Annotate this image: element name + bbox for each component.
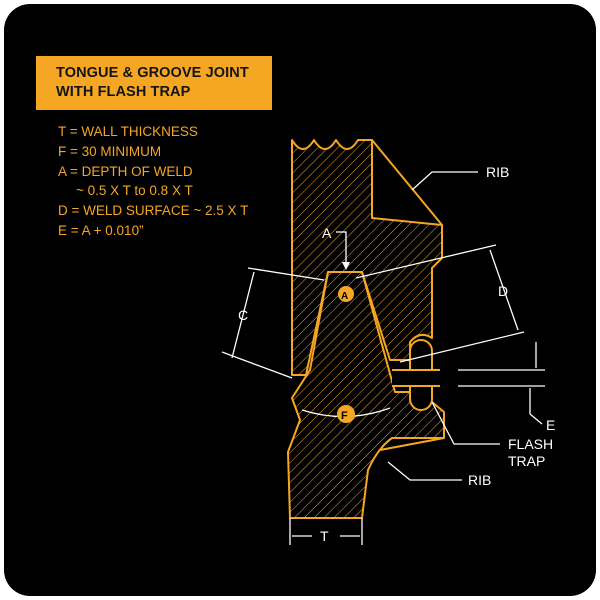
f-marker-label: F <box>341 410 348 422</box>
legend-item-a: A = DEPTH OF WELD <box>58 163 193 179</box>
dimension-a <box>336 231 347 268</box>
flash-trap-leader <box>431 401 500 445</box>
rib-bottom-leader <box>387 461 462 481</box>
legend: T = WALL THICKNESS F = 30 MINIMUM A = DE… <box>58 122 248 241</box>
label-a: A <box>322 225 332 241</box>
label-trap: TRAP <box>508 453 545 469</box>
label-rib-bottom: RIB <box>468 472 491 488</box>
dimension-c <box>221 267 325 379</box>
upper-rib-edge <box>371 139 443 226</box>
dimension-t <box>289 518 363 545</box>
a-marker <box>338 286 354 302</box>
upper-part-with-groove <box>291 139 443 376</box>
title-line-1: TONGUE & GROOVE JOINT <box>56 65 249 81</box>
legend-item-t: T = WALL THICKNESS <box>58 124 198 139</box>
title-banner: TONGUE & GROOVE JOINT WITH FLASH TRAP <box>36 56 272 110</box>
legend-item-f: F = 30 MINIMUM <box>58 143 162 159</box>
dimension-d <box>355 244 525 363</box>
a-marker-label: A <box>341 291 348 302</box>
lower-rib-edge <box>379 437 445 451</box>
f-marker <box>337 405 355 423</box>
label-t: T <box>320 528 329 544</box>
title-line-2: WITH FLASH TRAP <box>56 84 191 100</box>
label-flash: FLASH <box>508 436 553 452</box>
lower-part-with-tongue <box>287 271 445 519</box>
label-c: C <box>238 307 248 323</box>
legend-item-a-range: ~ 0.5 X T to 0.8 X T <box>76 183 193 199</box>
legend-item-d: D = WELD SURFACE ~ 2.5 X T <box>58 203 249 219</box>
joint-gap <box>392 370 532 386</box>
a-arrow <box>342 262 350 270</box>
label-d: D <box>498 283 508 299</box>
label-e: E <box>546 417 555 433</box>
label-rib-top: RIB <box>486 164 509 180</box>
legend-item-e: E = A + 0.010” <box>58 222 144 238</box>
dimension-e <box>529 342 543 425</box>
rib-top-leader <box>411 171 478 191</box>
